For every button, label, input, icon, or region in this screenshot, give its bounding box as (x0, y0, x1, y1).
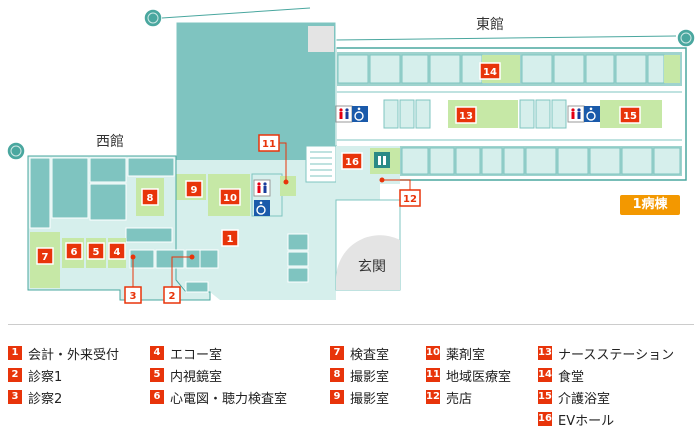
map-badge-14[interactable]: 14 (479, 62, 501, 80)
svg-text:6: 6 (71, 247, 78, 258)
map-badge-13[interactable]: 13 (455, 106, 477, 124)
central-block (175, 21, 337, 301)
entrance-label: 玄関 (358, 258, 386, 275)
east-wing (335, 47, 687, 181)
svg-text:4: 4 (114, 247, 121, 258)
tree-icon (6, 141, 26, 161)
tree-icon (676, 28, 696, 48)
restroom-icon (253, 179, 271, 197)
east-building-label: 東館 (476, 16, 504, 33)
svg-text:1: 1 (227, 234, 234, 245)
svg-text:5: 5 (93, 247, 100, 258)
svg-text:8: 8 (147, 193, 154, 204)
svg-text:16: 16 (345, 157, 359, 168)
restroom-icon (335, 105, 353, 123)
svg-text:3: 3 (130, 291, 137, 302)
wheelchair-icon (254, 200, 270, 216)
svg-text:10: 10 (223, 193, 237, 204)
ward-1-badge: 1病棟 (620, 195, 680, 215)
svg-text:9: 9 (191, 185, 198, 196)
svg-text:7: 7 (42, 252, 49, 263)
staff-restroom-icon (374, 152, 390, 168)
map-badge-5[interactable]: 5 (87, 242, 105, 260)
map-badge-10[interactable]: 10 (219, 188, 241, 206)
entrance (335, 199, 401, 291)
map-badge-16[interactable]: 16 (341, 152, 363, 170)
svg-text:13: 13 (459, 111, 473, 122)
tree-icon (143, 8, 163, 28)
map-badge-4[interactable]: 4 (108, 242, 126, 260)
map-badge-2[interactable]: 2 (163, 286, 181, 304)
legend-divider (8, 324, 694, 325)
svg-text:15: 15 (623, 111, 637, 122)
map-badge-6[interactable]: 6 (65, 242, 83, 260)
map-badge-1[interactable]: 1 (221, 229, 239, 247)
map-badge-15[interactable]: 15 (619, 106, 641, 124)
restroom-icon (567, 105, 585, 123)
map-badge-12[interactable]: 12 (399, 189, 421, 207)
map-badge-9[interactable]: 9 (185, 180, 203, 198)
wheelchair-icon (352, 106, 368, 122)
map-badge-8[interactable]: 8 (141, 188, 159, 206)
wheelchair-icon (584, 106, 600, 122)
svg-text:11: 11 (262, 139, 276, 150)
map-badge-11[interactable]: 11 (258, 134, 280, 152)
map-badge-7[interactable]: 7 (36, 247, 54, 265)
west-building-label: 西館 (96, 133, 124, 150)
map-badge-3[interactable]: 3 (124, 286, 142, 304)
floor-map: 西館 東館 玄関 1 2 3 4 5 6 7 8 9 10 11 12 13 1… (6, 7, 696, 304)
svg-text:14: 14 (483, 67, 497, 78)
svg-text:2: 2 (169, 291, 176, 302)
svg-text:12: 12 (403, 194, 417, 205)
